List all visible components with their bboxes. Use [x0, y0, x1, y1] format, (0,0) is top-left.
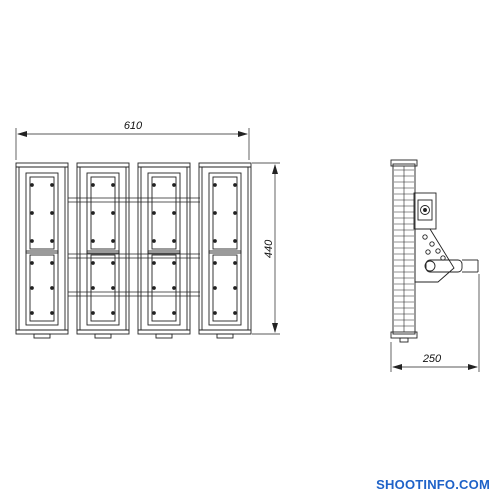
led-dot: [50, 286, 54, 290]
led-dot: [213, 311, 217, 315]
mounting-arm: [425, 259, 463, 273]
led-dot: [91, 286, 95, 290]
connector: [94, 333, 112, 339]
module-frame: [15, 162, 69, 335]
depth-dimension: [390, 274, 480, 372]
led-dot: [172, 261, 176, 265]
led-dot: [30, 211, 34, 215]
led-dot: [30, 311, 34, 315]
lens-panel: [25, 250, 59, 326]
led-dot: [50, 239, 54, 243]
lens-panel: [25, 172, 59, 254]
width-label: 610: [124, 120, 143, 132]
module-frame: [137, 162, 191, 335]
depth-label: 250: [422, 353, 442, 365]
led-dot: [91, 239, 95, 243]
led-dot: [111, 211, 115, 215]
led-dot: [30, 239, 34, 243]
height-dimension: [252, 162, 280, 335]
led-module: [15, 162, 69, 339]
led-dot: [91, 211, 95, 215]
module-frame: [76, 162, 130, 335]
led-dot: [30, 286, 34, 290]
led-module: [76, 162, 130, 339]
led-dot: [233, 311, 237, 315]
led-dot: [50, 311, 54, 315]
led-dot: [91, 261, 95, 265]
led-dot: [50, 183, 54, 187]
lens-panel: [208, 172, 242, 254]
led-dot: [172, 311, 176, 315]
led-dot: [172, 239, 176, 243]
led-dot: [233, 239, 237, 243]
front-view: [15, 162, 252, 339]
led-dot: [213, 239, 217, 243]
led-dot: [111, 183, 115, 187]
led-dot: [172, 286, 176, 290]
led-module: [137, 162, 191, 339]
led-dot: [233, 183, 237, 187]
watermark: SHOOTINFO.COM: [376, 477, 490, 492]
led-dot: [152, 286, 156, 290]
width-dimension: [15, 128, 250, 160]
lens-panel: [147, 250, 181, 326]
led-dot: [213, 261, 217, 265]
mounting-bars: [68, 197, 200, 297]
led-module: [198, 162, 252, 339]
led-dot: [152, 311, 156, 315]
led-dot: [152, 211, 156, 215]
led-dot: [152, 239, 156, 243]
led-dot: [111, 239, 115, 243]
led-dot: [50, 211, 54, 215]
led-dot: [233, 211, 237, 215]
lens-panel: [147, 172, 181, 254]
led-dot: [152, 261, 156, 265]
bolt-icon: [420, 205, 430, 215]
lens-panel: [86, 172, 120, 254]
led-dot: [213, 286, 217, 290]
side-view: [390, 159, 479, 343]
led-dot: [111, 286, 115, 290]
lens-panel: [86, 250, 120, 326]
led-dot: [111, 311, 115, 315]
connector: [216, 333, 234, 339]
led-dot: [152, 183, 156, 187]
led-dot: [172, 183, 176, 187]
led-dot: [30, 183, 34, 187]
led-dot: [111, 261, 115, 265]
connector: [33, 333, 51, 339]
led-dot: [91, 183, 95, 187]
module-frame: [198, 162, 252, 335]
lens-panel: [208, 250, 242, 326]
led-dot: [172, 211, 176, 215]
height-label: 440: [263, 239, 275, 258]
led-modules: [15, 162, 252, 339]
connector: [155, 333, 173, 339]
led-dot: [50, 261, 54, 265]
led-dot: [91, 311, 95, 315]
led-dot: [30, 261, 34, 265]
led-dot: [213, 211, 217, 215]
led-dot: [213, 183, 217, 187]
mounting-bracket: [414, 228, 455, 283]
led-dot: [233, 286, 237, 290]
led-dot: [233, 261, 237, 265]
